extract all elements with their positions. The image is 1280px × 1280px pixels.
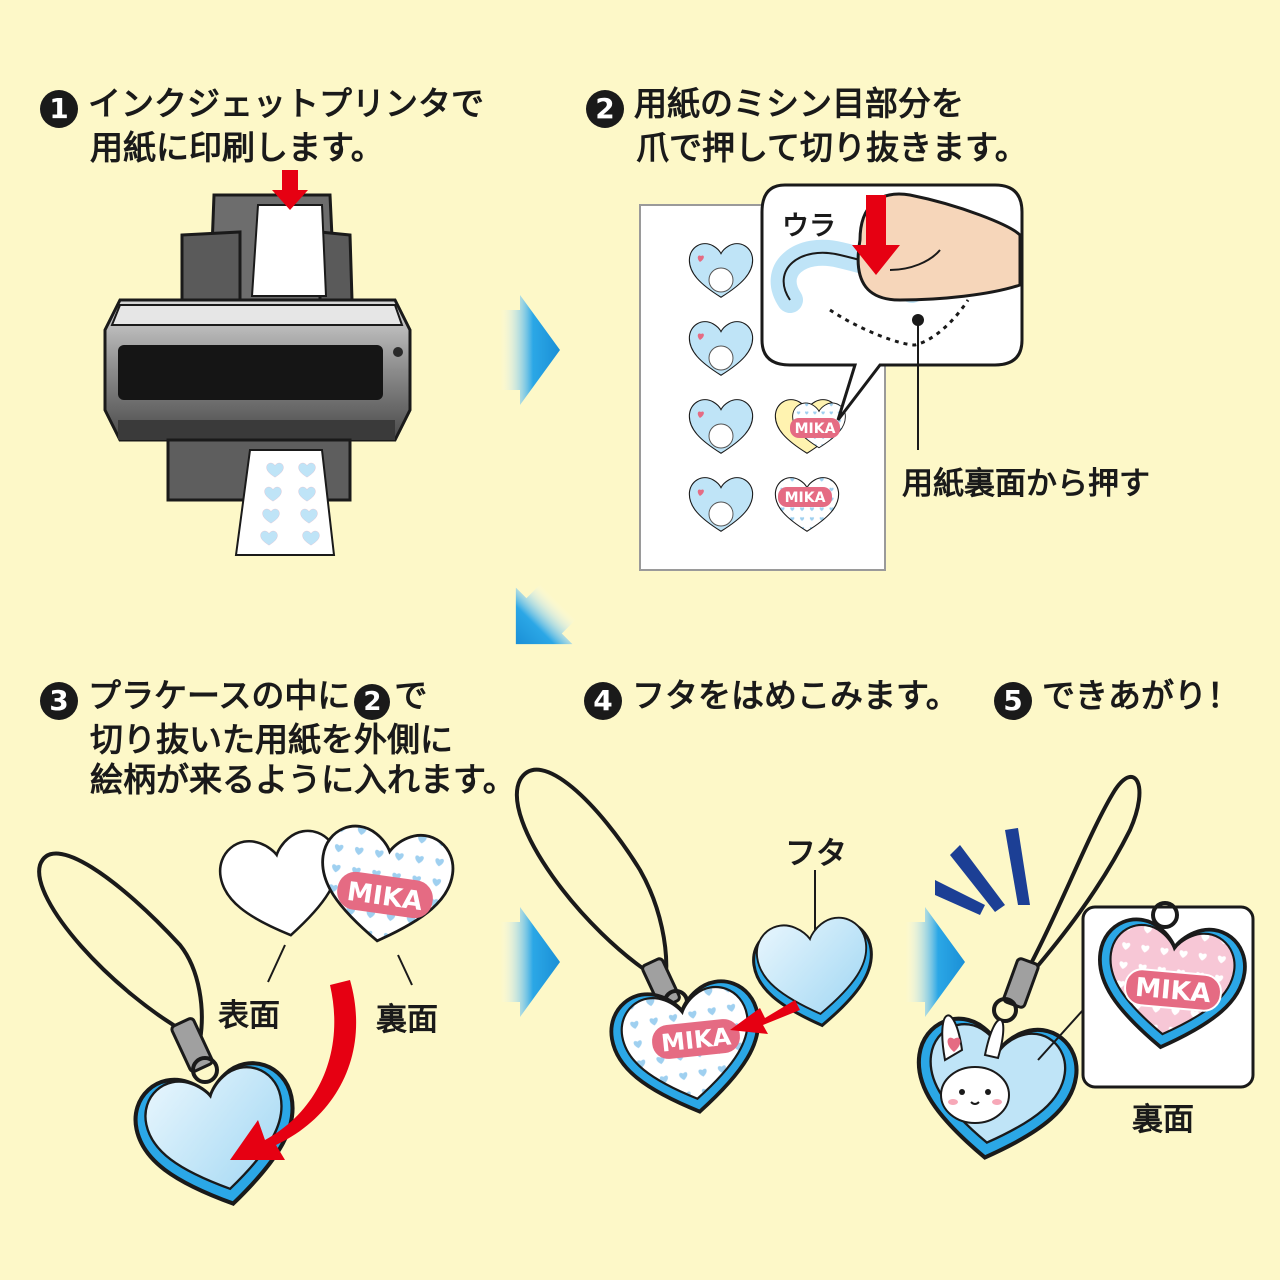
step-3-badge: 3 bbox=[40, 682, 78, 720]
insert-arrow-icon bbox=[230, 980, 357, 1160]
back-side-inset: MIKA bbox=[1037, 901, 1255, 1089]
attach-arrow-icon bbox=[730, 1000, 800, 1034]
step-arrow-icon bbox=[500, 295, 560, 405]
sheet-name-tag-1: MIKA bbox=[795, 421, 836, 437]
heart-keychain-icon bbox=[906, 775, 1142, 1169]
step-arrow-icon bbox=[515, 584, 576, 645]
press-from-back-label: 用紙裏面から押す bbox=[902, 466, 1150, 502]
paper-hearts: MIKA bbox=[213, 820, 459, 986]
step-2-badge: 2 bbox=[586, 90, 624, 128]
back-label-step3: 裏面 bbox=[376, 1002, 438, 1038]
step-2-reference-badge: 2 bbox=[354, 684, 391, 720]
lid-icon bbox=[748, 870, 883, 1036]
step-4-badge: 4 bbox=[584, 682, 622, 720]
ura-label: ウラ bbox=[782, 211, 836, 242]
step-arrow-icon bbox=[905, 907, 965, 1017]
heart-keychain-icon bbox=[37, 851, 310, 1220]
printer-icon bbox=[103, 170, 412, 556]
back-label-step5: 裏面 bbox=[1132, 1102, 1194, 1138]
zoom-callout bbox=[760, 183, 1024, 450]
step-5-badge: 5 bbox=[994, 682, 1032, 720]
sparkle-lines bbox=[935, 828, 1030, 915]
step-1-badge: 1 bbox=[40, 90, 78, 128]
inset-name-tag: MIKA bbox=[1134, 973, 1212, 1009]
heart-keychain-icon: MIKA bbox=[514, 767, 775, 1127]
finger-press-icon bbox=[856, 192, 1022, 302]
lid-label: フタ bbox=[785, 836, 847, 872]
step-arrow-icon bbox=[500, 907, 560, 1017]
front-label: 表面 bbox=[218, 998, 280, 1034]
sheet-name-tag-2: MIKA bbox=[785, 490, 826, 506]
